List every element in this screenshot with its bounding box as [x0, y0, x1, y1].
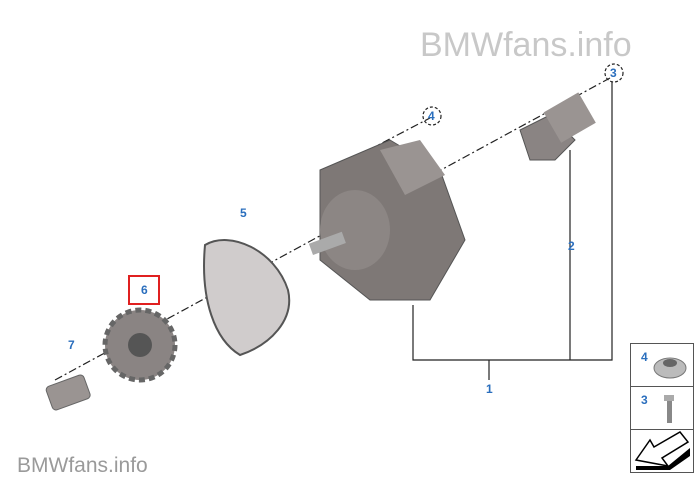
callout-6[interactable]: 6 — [141, 283, 148, 297]
legend-item-bolt[interactable]: 3 — [631, 387, 693, 430]
callout-5[interactable]: 5 — [240, 206, 247, 220]
legend-item-arrow[interactable] — [631, 430, 693, 472]
sleeve-nut — [45, 374, 91, 411]
callout-1[interactable]: 1 — [486, 382, 493, 396]
legend-box: 4 3 — [630, 343, 694, 473]
pump-body — [308, 139, 466, 301]
bracket-lines — [412, 82, 613, 380]
callout-circle-4 — [422, 106, 442, 126]
watermark-bottom: BMWfans.info — [17, 454, 148, 477]
callout-2[interactable]: 2 — [568, 239, 575, 253]
callout-4[interactable]: 4 — [428, 109, 435, 123]
watermark-top: BMWfans.info — [420, 26, 632, 64]
legend-icons — [634, 357, 690, 470]
sprocket — [102, 307, 178, 383]
callout-3[interactable]: 3 — [610, 66, 617, 80]
callout-7[interactable]: 7 — [68, 338, 75, 352]
pressure-valve — [519, 92, 596, 161]
callout-circle-3 — [604, 63, 624, 83]
gasket — [203, 239, 291, 357]
highlight-box — [128, 275, 160, 305]
legend-item-nut[interactable]: 4 — [631, 344, 693, 387]
